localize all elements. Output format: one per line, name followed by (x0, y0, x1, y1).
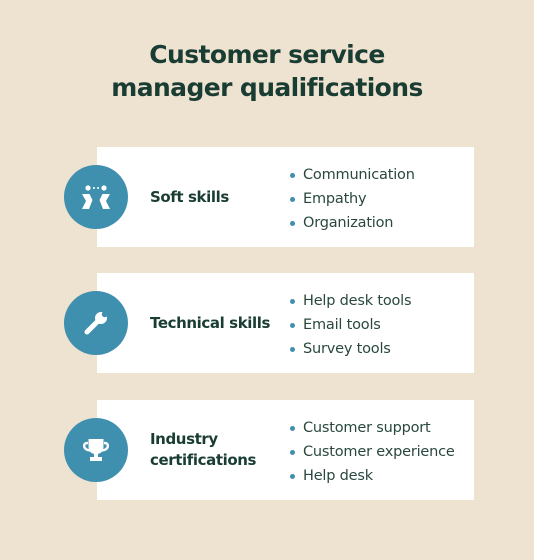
list-item: Organization (288, 211, 415, 235)
technical-skills-list: Help desk tools Email tools Survey tools (288, 289, 412, 361)
industry-certifications-icon-circle (64, 418, 128, 482)
industry-certifications-list: Customer support Customer experience Hel… (288, 416, 455, 488)
list-item: Customer support (288, 416, 455, 440)
technical-skills-label: Technical skills (150, 313, 271, 332)
soft-skills-icon-circle (64, 165, 128, 229)
list-item: Help desk tools (288, 289, 412, 313)
title-line-1: Customer service (149, 40, 385, 69)
soft-skills-card: Soft skills Communication Empathy Organi… (97, 147, 474, 247)
technical-skills-card: Technical skills Help desk tools Email t… (97, 273, 474, 373)
trophy-icon (82, 439, 110, 461)
list-item: Customer experience (288, 440, 455, 464)
list-item: Survey tools (288, 337, 411, 361)
list-item: Empathy (288, 187, 415, 211)
soft-skills-label: Soft skills (150, 187, 229, 206)
industry-certifications-card: Industry certifications Customer support… (97, 400, 474, 500)
technical-skills-icon-circle (64, 291, 128, 355)
industry-certifications-label: Industry certifications (150, 430, 257, 469)
list-item: Email tools (288, 313, 411, 337)
title-line-2: manager qualifications (111, 73, 423, 102)
page-title: Customer service manager qualifications (0, 38, 534, 104)
wrench-icon (84, 311, 108, 335)
list-item: Help desk (288, 464, 455, 488)
people-icon (82, 185, 110, 209)
list-item: Communication (288, 163, 415, 187)
soft-skills-list: Communication Empathy Organization (288, 163, 415, 235)
